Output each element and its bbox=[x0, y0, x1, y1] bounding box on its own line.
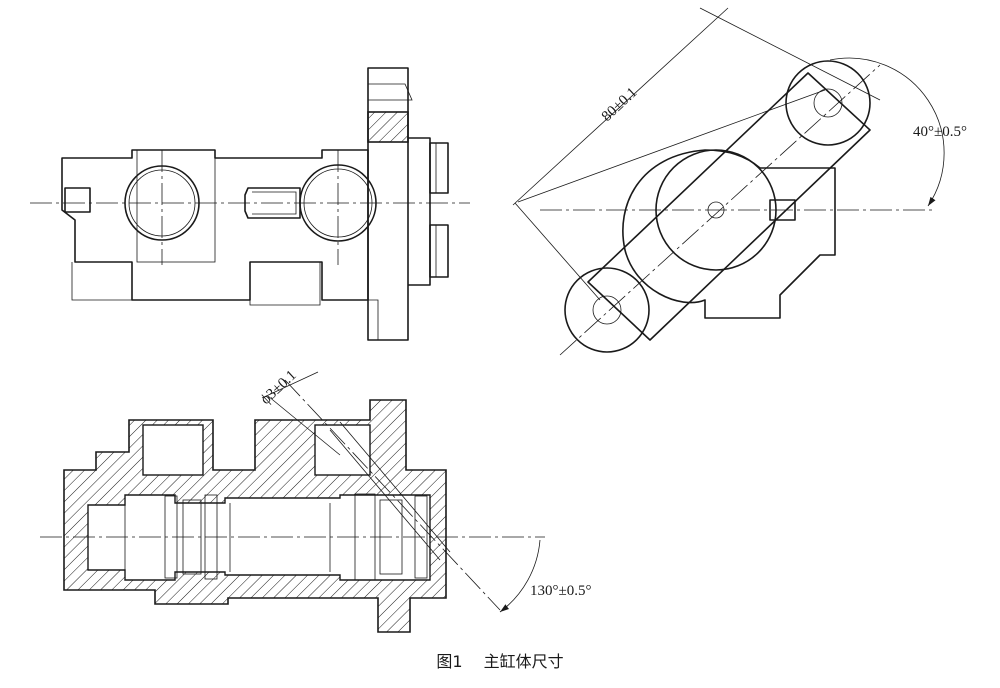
dimension-distance: 80±0.1 bbox=[599, 85, 641, 125]
front-view bbox=[30, 67, 470, 341]
section-view bbox=[40, 371, 545, 633]
end-view bbox=[512, 7, 945, 356]
figure-number: 图1 bbox=[436, 652, 463, 671]
figure-caption: 图1 主缸体尺寸 bbox=[0, 648, 1000, 672]
dimension-hole-diameter: ϕ3±0.1 bbox=[258, 367, 300, 408]
dimension-angle-bottom: 130°±0.5° bbox=[530, 583, 591, 599]
dimension-angle-top: 40°±0.5° bbox=[913, 124, 967, 140]
figure-title: 主缸体尺寸 bbox=[483, 652, 564, 671]
